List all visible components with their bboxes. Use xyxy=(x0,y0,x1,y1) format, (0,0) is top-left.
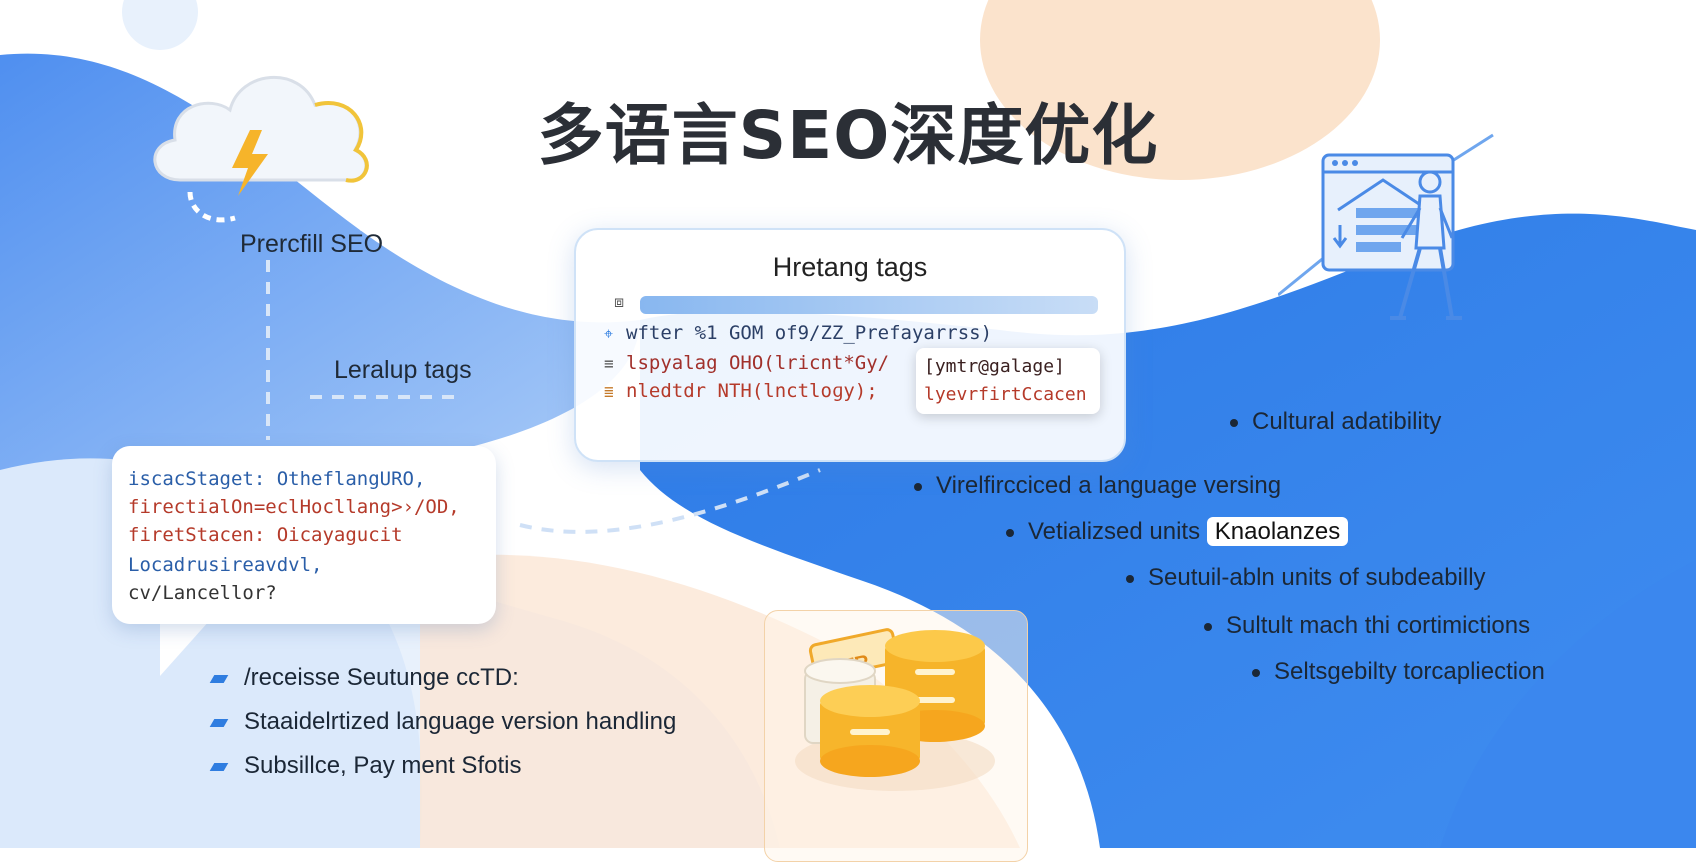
code-line-icon: ≡ xyxy=(604,354,614,373)
bullet-dot-icon xyxy=(1252,668,1260,677)
left-bullet: Staaidelrtized language version handling xyxy=(209,708,677,736)
code-card-title: Hretang tags xyxy=(772,252,928,282)
bullet-marker-icon xyxy=(209,674,229,683)
bubble-line: cv/Lancellor? xyxy=(128,582,277,604)
bubble-line: firectialOn=eclHocllang>›/OD, xyxy=(128,496,460,518)
code-speech-bubble: iscacStaget: OtheflangURO, firectialOn=e… xyxy=(112,446,496,624)
right-bullet: Seltsgebilty torcapliection xyxy=(1252,658,1545,686)
hreflang-code-card: Hretang tags ⧈ ⌖ wfter %1 GOM of9/ZZ_Pref… xyxy=(574,228,1126,462)
bullet-dot-icon xyxy=(1230,418,1238,427)
code-line-icon: ⌖ xyxy=(604,324,614,343)
bubble-line: Locadrusireavdvl, xyxy=(128,554,323,576)
bullet-dot-icon xyxy=(914,482,922,491)
popup-item: lyevrfirtCcacen xyxy=(924,384,1087,405)
bullet-marker-icon xyxy=(209,718,229,727)
left-bullet-text: Staaidelrtized language version handling xyxy=(244,708,677,735)
code-file-icon: ⧈ xyxy=(614,294,625,311)
code-line-text: lspyalag OHO(lricnt*Gy/ xyxy=(626,352,890,374)
person-icon xyxy=(1390,170,1462,320)
right-bullet-text: Virelfircciced a language versing xyxy=(936,472,1282,499)
left-bullet-text: /receisse Seutunge ccTD: xyxy=(244,664,519,691)
coin-stack-icon: GATR xyxy=(795,628,995,791)
code-line-text: wfter %1 GOM of9/ZZ_Prefayarrss) xyxy=(626,322,993,344)
prerender-seo-label: Prercfill SEO xyxy=(240,230,384,258)
bullet-dot-icon xyxy=(1204,622,1212,631)
code-line: ⌖ wfter %1 GOM of9/ZZ_Prefayarrss) xyxy=(604,322,992,344)
code-line-icon: ≣ xyxy=(604,382,614,401)
bullet-dot-icon xyxy=(1126,574,1134,583)
bubble-line: iscacStaget: OtheflangURO, xyxy=(128,468,426,490)
lookup-tags-label: Leralup tags xyxy=(334,356,472,384)
coin-card: GATR xyxy=(764,610,1028,862)
right-bullet: Cultural adatibility xyxy=(1230,408,1441,436)
right-bullet: Vetializsed units Knaolanzes xyxy=(1006,517,1349,546)
code-header-bar xyxy=(640,296,1098,314)
right-bullet: Sultult mach thi cortimictions xyxy=(1204,612,1530,640)
bullet-dot-icon xyxy=(1006,528,1014,537)
cloud-lightning-icon xyxy=(153,75,369,223)
bullet-marker-icon xyxy=(209,762,229,771)
popup-item: [ymtr@galage] xyxy=(924,356,1065,377)
left-bullet: /receisse Seutunge ccTD: xyxy=(209,664,519,692)
right-bullet-text: Seutuil-abln units of subdeabilly xyxy=(1148,564,1486,591)
code-line: ≡ lspyalag OHO(lricnt*Gy/ xyxy=(604,352,889,374)
right-bullet-text: Seltsgebilty torcapliection xyxy=(1274,658,1545,685)
page-title: 多语言SEO深度优化 xyxy=(537,97,1159,174)
bubble-line: firetStacen: Oicayagucit xyxy=(128,524,403,546)
code-line: ≣ nledtdr NTH(lnctloɡy); xyxy=(604,380,878,402)
left-bullet-text: Subsillce, Pay ment Sfotis xyxy=(244,752,522,779)
autocomplete-popup: [ymtr@galage] lyevrfirtCcacen xyxy=(916,348,1100,414)
right-bullet: Virelfircciced a language versing xyxy=(914,472,1281,500)
right-bullet-text: Vetializsed units xyxy=(1028,518,1201,545)
highlight-word: Knaolanzes xyxy=(1206,517,1349,546)
right-bullet-text: Sultult mach thi cortimictions xyxy=(1226,612,1531,639)
code-line-text: nledtdr NTH(lnctloɡy); xyxy=(626,380,878,402)
right-bullet: Seutuil-abln units of subdeabilly xyxy=(1126,564,1486,592)
left-bullet: Subsillce, Pay ment Sfotis xyxy=(209,752,522,780)
right-bullet-text: Cultural adatibility xyxy=(1252,408,1442,435)
